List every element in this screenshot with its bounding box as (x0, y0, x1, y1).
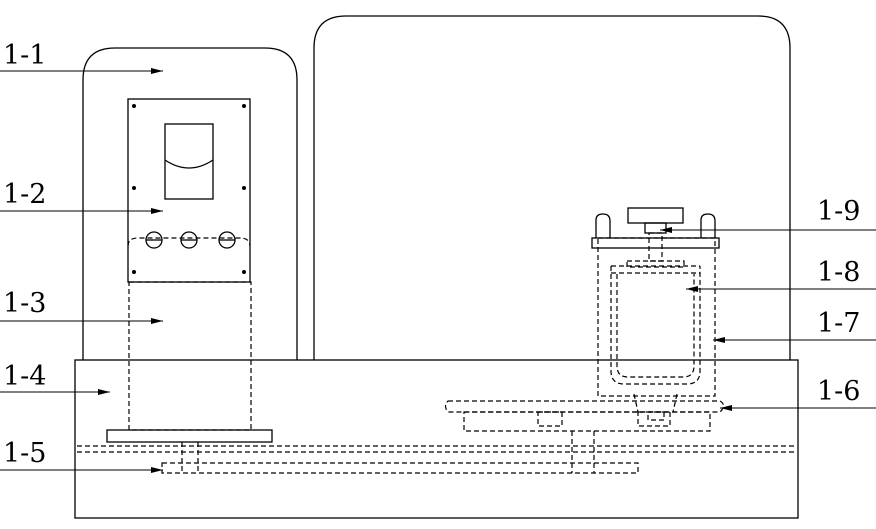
panel-screws (132, 104, 246, 274)
drive-shaft (161, 462, 639, 474)
holder-frame (597, 237, 716, 397)
sample-cup-inner (616, 274, 695, 378)
clamp-pad (626, 260, 685, 268)
holder-hook-left (595, 213, 611, 238)
right-cabinet (313, 15, 791, 360)
label-1-4: 1-4 (3, 361, 47, 392)
holder-hook-right (700, 213, 716, 238)
turntable-bottom (463, 411, 711, 432)
leader-lines (0, 68, 876, 473)
holder-top-bar (591, 237, 720, 249)
label-1-3: 1-3 (3, 288, 47, 319)
label-1-6: 1-6 (817, 376, 861, 407)
control-panel (127, 98, 251, 283)
sample-cup-outer (610, 266, 701, 385)
base-frame (74, 359, 799, 519)
label-1-9: 1-9 (817, 196, 861, 227)
left-cabinet (82, 47, 298, 360)
motor-mount-plate (106, 429, 273, 443)
button-row-bracket (127, 237, 251, 247)
display-arc (164, 159, 214, 169)
label-1-2: 1-2 (3, 179, 47, 210)
label-1-1: 1-1 (3, 40, 47, 71)
motor-housing (128, 281, 252, 431)
label-1-7: 1-7 (817, 308, 861, 339)
clamp-knob (627, 207, 684, 224)
control-knobs (145, 231, 236, 249)
display-screen (164, 123, 214, 200)
label-1-8: 1-8 (817, 257, 861, 288)
label-1-5: 1-5 (3, 438, 47, 469)
turntable-top (444, 400, 725, 413)
clamp-shaft (648, 232, 663, 262)
clamp-stem (644, 222, 667, 234)
